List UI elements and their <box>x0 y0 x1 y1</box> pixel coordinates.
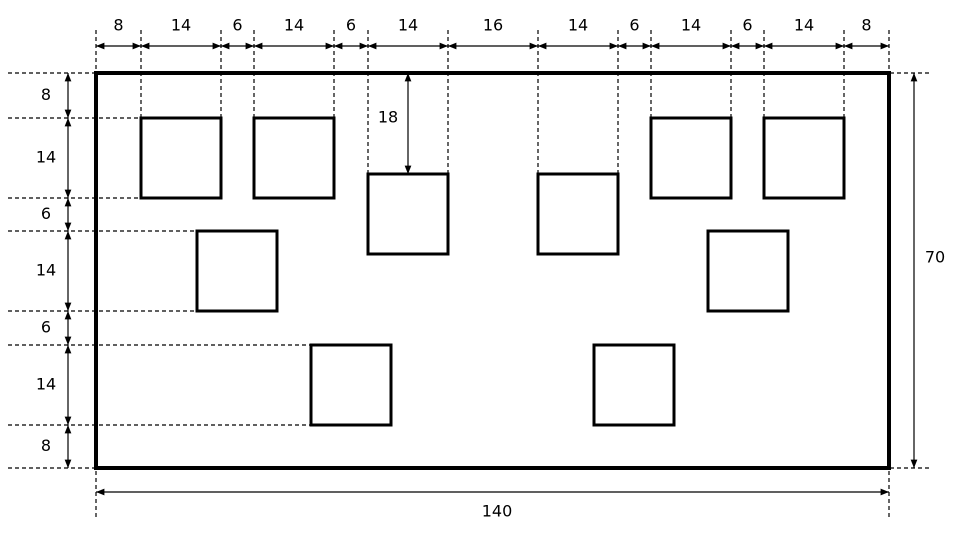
square-hole <box>195 229 279 313</box>
dimension-lines <box>64 42 918 496</box>
left-dimension-label: 8 <box>41 85 51 104</box>
top-dimension-label: 14 <box>284 16 304 35</box>
top-dimension-label: 14 <box>568 16 588 35</box>
hole-offset-label: 18 <box>378 108 398 127</box>
overall-height-label: 70 <box>925 248 945 267</box>
square-hole <box>592 343 676 427</box>
top-dimension-label: 14 <box>171 16 191 35</box>
square-hole <box>309 343 393 427</box>
plate-outline <box>94 71 891 470</box>
square-hole <box>252 116 336 200</box>
top-dimension-label: 6 <box>629 16 639 35</box>
top-dimension-label: 6 <box>346 16 356 35</box>
top-dimension-label: 14 <box>398 16 418 35</box>
left-dimension-label: 6 <box>41 204 51 223</box>
top-dimension-label: 16 <box>483 16 503 35</box>
left-dimension-label: 14 <box>36 261 56 280</box>
top-dimension-label: 6 <box>232 16 242 35</box>
square-hole <box>366 172 450 256</box>
top-dimension-label: 14 <box>681 16 701 35</box>
overall-width-label: 140 <box>482 502 513 521</box>
square-hole <box>706 229 790 313</box>
left-dimension-label: 14 <box>36 375 56 394</box>
left-dimension-label: 14 <box>36 148 56 167</box>
square-hole <box>649 116 733 200</box>
top-dimension-label: 8 <box>861 16 871 35</box>
extension-lines <box>8 30 930 518</box>
top-dimension-label: 8 <box>113 16 123 35</box>
left-dimension-label: 8 <box>41 436 51 455</box>
plate-geometry <box>94 71 891 470</box>
top-dimension-label: 6 <box>742 16 752 35</box>
dimension-labels: 8 14 6 14 6 14 16 14 6 14 6 14 8 8 14 6 14 6 14 8 140 70 18 <box>36 16 945 521</box>
square-hole <box>536 172 620 256</box>
square-hole <box>139 116 223 200</box>
top-dimension-label: 14 <box>794 16 814 35</box>
square-hole <box>762 116 846 200</box>
left-dimension-label: 6 <box>41 318 51 337</box>
